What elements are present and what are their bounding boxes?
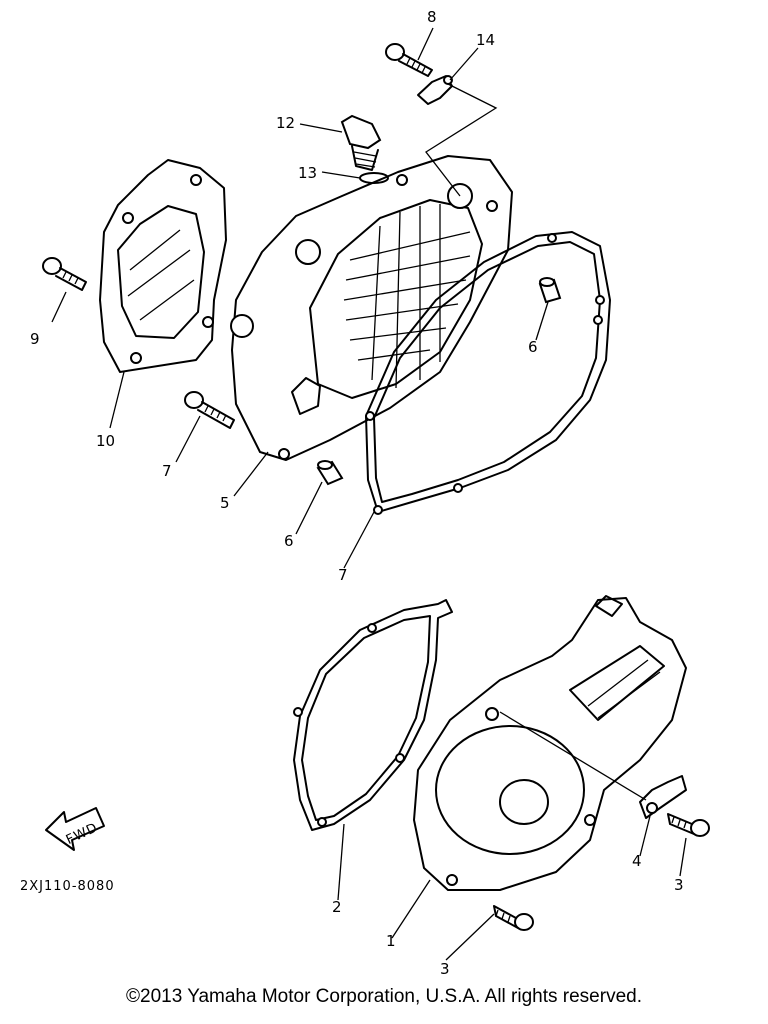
callout-8: 8	[427, 8, 437, 26]
part-4-clip	[639, 775, 687, 819]
callout-11: 9	[30, 330, 40, 348]
callout-3-right: 3	[674, 876, 684, 894]
part-5-crankcase-cover	[230, 155, 513, 461]
part-9-bolt	[184, 391, 235, 429]
callout-3-bottom: 3	[440, 960, 450, 978]
callout-6-lower: 6	[284, 532, 294, 550]
copyright-notice: ©2013 Yamaha Motor Corporation, U.S.A. A…	[126, 986, 642, 1007]
part-3-bolt-bottom	[493, 905, 534, 931]
callout-13: 13	[298, 164, 317, 182]
part-11-bolt	[42, 257, 87, 291]
part-10-crankcase-cover	[99, 159, 227, 373]
leader-lines	[51, 27, 687, 961]
part-2-gasket	[293, 599, 453, 831]
callout-4: 4	[632, 852, 642, 870]
part-7-gasket	[365, 231, 611, 515]
callout-5: 5	[220, 494, 230, 512]
callout-10: 10	[96, 432, 115, 450]
fwd-arrow-icon: FWD	[45, 807, 105, 851]
part-14-clip	[417, 75, 453, 105]
part-code: 2XJ110-8080	[20, 879, 115, 894]
part-12-filler-plug	[340, 114, 382, 171]
part-8-bolt	[385, 43, 433, 77]
exploded-parts-diagram: FWD 2XJ110-8080 8 14 12 13 9 10 7 5 6 6 …	[20, 8, 710, 978]
callout-14: 14	[476, 31, 495, 49]
fwd-label: FWD	[64, 820, 101, 848]
callout-7: 7	[338, 566, 348, 584]
part-1-crankcase-cover	[413, 595, 687, 891]
callout-6-upper: 6	[528, 338, 538, 356]
callout-12: 12	[276, 114, 295, 132]
part-6-dowel-pin-upper	[538, 277, 562, 304]
part-6-dowel-pin-lower	[316, 460, 344, 486]
part-3-bolt-right	[667, 813, 710, 837]
callout-2: 2	[332, 898, 342, 916]
callout-9: 7	[162, 462, 172, 480]
callout-1: 1	[386, 932, 396, 950]
